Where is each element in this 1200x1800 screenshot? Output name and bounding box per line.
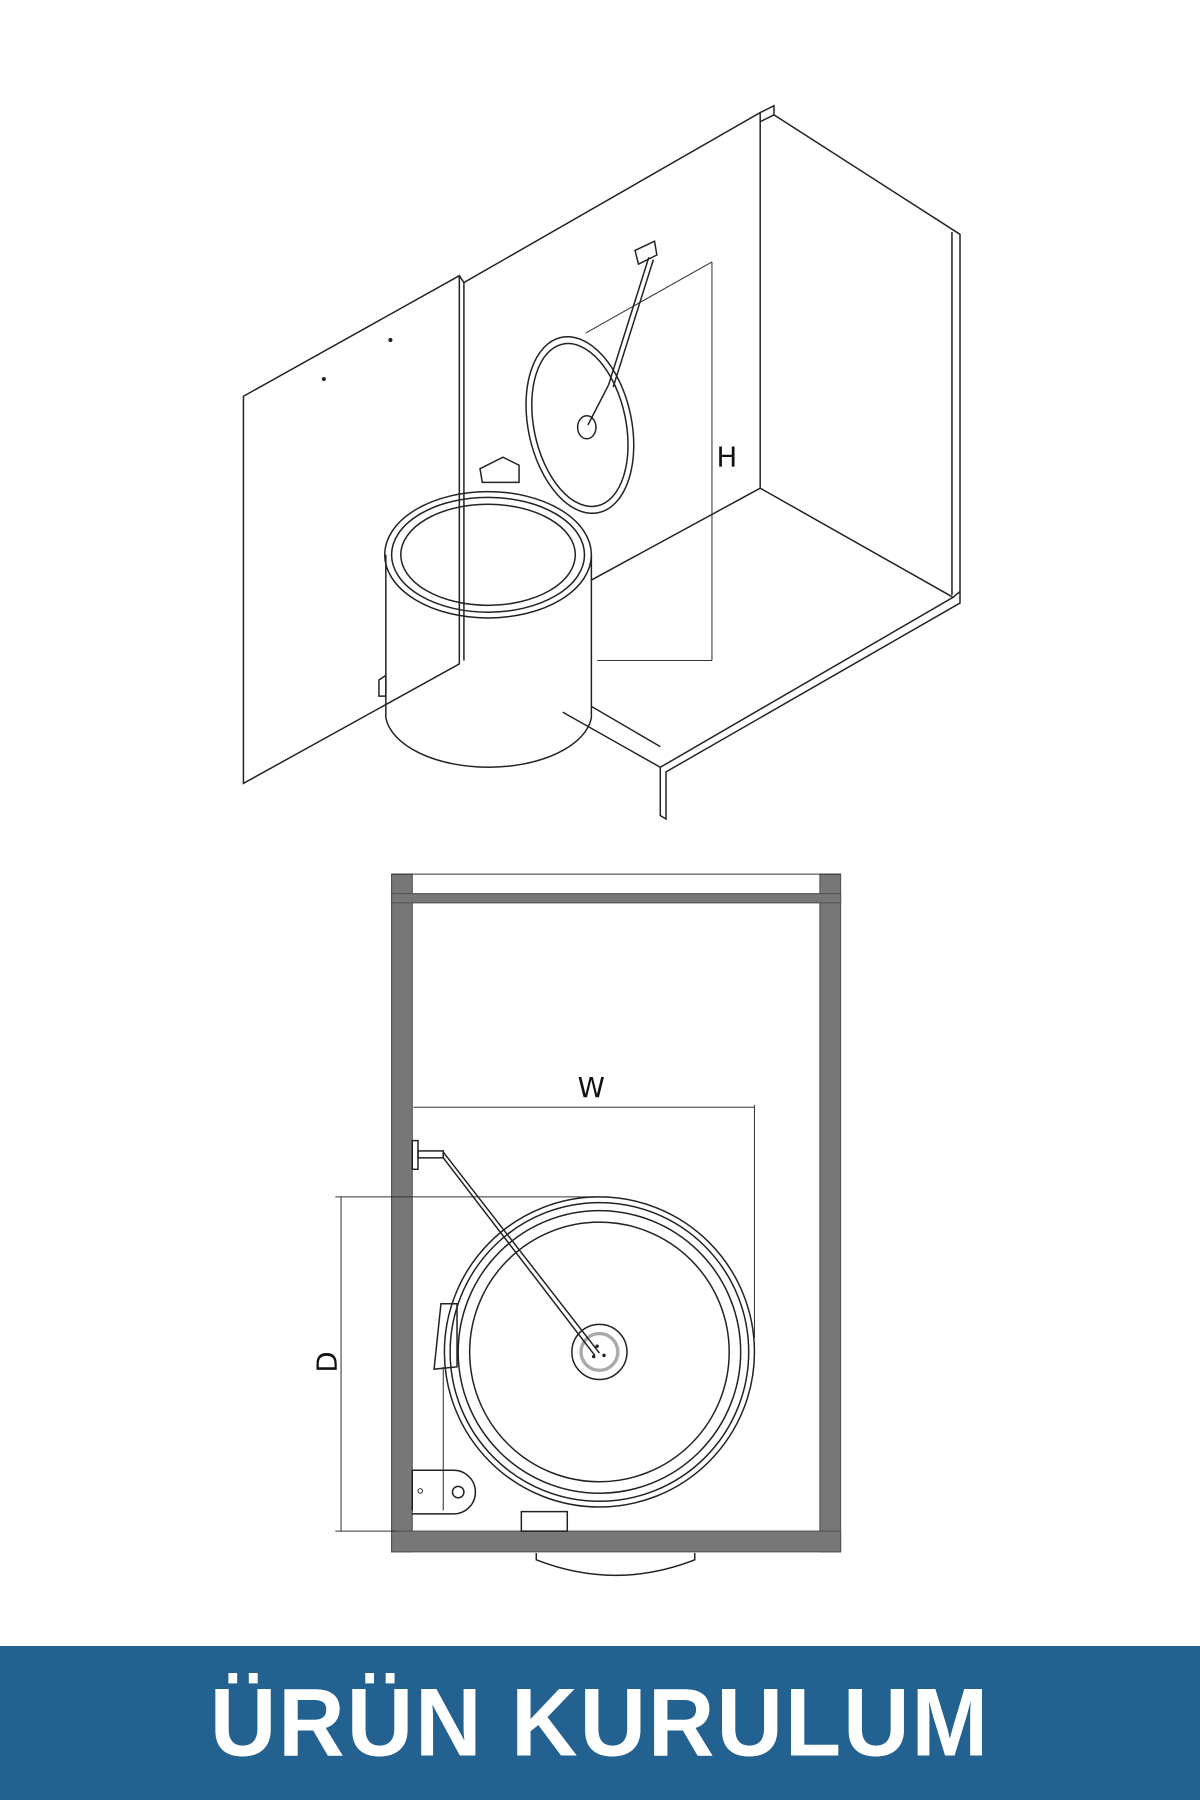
width-label: W	[578, 1072, 605, 1104]
depth-label: D	[311, 1351, 343, 1372]
lid-arm	[607, 240, 658, 388]
right-wall	[819, 873, 842, 1553]
installation-diagram: H W	[242, 104, 961, 1577]
width-dimension: W	[413, 1072, 755, 1339]
hinge-bracket	[411, 1302, 569, 1532]
height-label: H	[717, 441, 738, 473]
top-view: W D	[311, 873, 842, 1577]
cabinet-door	[242, 274, 465, 785]
bin-top	[443, 1196, 756, 1508]
isometric-view: H	[242, 104, 961, 821]
cabinet-body	[463, 104, 961, 821]
left-wall	[391, 873, 413, 1553]
depth-dimension: D	[311, 1196, 598, 1532]
banner: ÜRÜN KURULUM	[0, 1646, 1200, 1800]
front-panel	[391, 1530, 842, 1553]
handle	[535, 1552, 696, 1577]
lid-arm-top	[411, 1139, 601, 1356]
height-dimension: H	[585, 261, 738, 661]
trash-bin	[378, 456, 593, 768]
back-rail	[391, 893, 842, 904]
bin-lid	[525, 335, 635, 515]
banner-title: ÜRÜN KURULUM	[209, 1668, 991, 1777]
